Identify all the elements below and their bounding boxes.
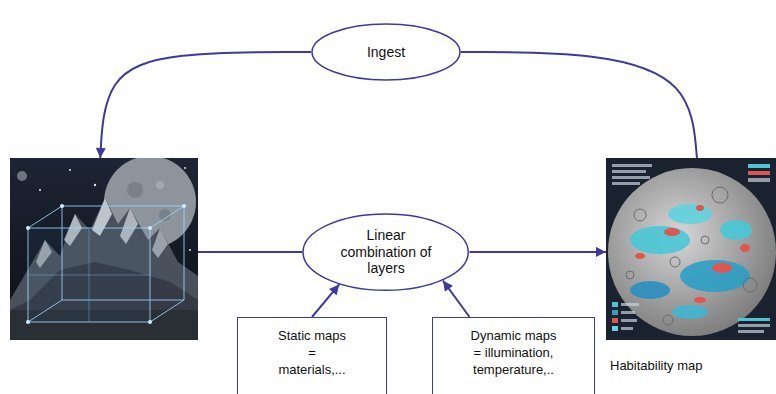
lunar-scene-illustration (69, 169, 71, 171)
habitability-map-illustration (612, 310, 618, 315)
process-ellipse: Linear combination of layers (302, 213, 469, 291)
node-label: Static maps = materials,... (275, 328, 349, 379)
habitability-map-illustration (694, 297, 706, 303)
node-label: Ingest (367, 44, 405, 61)
habitability-map-illustration (672, 305, 708, 319)
connector (198, 251, 302, 253)
ellipse-outline (312, 24, 460, 80)
lunar-scene-illustration (28, 275, 150, 276)
habitability-map-illustration (608, 168, 776, 336)
lunar-scene-illustration (150, 206, 184, 228)
habitability-map-illustration (621, 311, 635, 314)
habitability-map-illustration (680, 260, 750, 292)
node-label: Dynamic maps = illumination, temperature… (468, 328, 560, 379)
ellipse-outline (303, 214, 468, 290)
habitability-map-illustration (664, 228, 680, 236)
lunar-scene-illustration (10, 158, 198, 340)
lunar-scene-illustration (156, 181, 164, 189)
habitability-map-illustration (663, 315, 673, 325)
lunar-scene-illustration (60, 204, 64, 208)
habitability-map-illustration (670, 257, 680, 267)
lunar-scene-illustration (189, 249, 191, 251)
connector (461, 52, 697, 158)
input-box: Static maps = materials,... (237, 317, 387, 394)
habitability-map-illustration (748, 164, 770, 168)
lunar-scene-illustration (39, 189, 41, 191)
habitability-map-illustration (606, 158, 776, 340)
habitability-map-illustration (612, 302, 618, 307)
habitability-map-illustration (612, 326, 618, 331)
lunar-scene-illustration (184, 167, 186, 169)
habitability-map-illustration (712, 187, 728, 203)
habitability-map-illustration (748, 171, 770, 175)
habitability-map-illustration (612, 176, 650, 179)
lunar-scene-illustration (10, 198, 198, 340)
habitability-map-illustration (626, 187, 757, 325)
lunar-scene-illustration (26, 320, 30, 324)
habitability-map-illustration (630, 281, 670, 299)
lunar-scene-illustration (26, 226, 30, 230)
lunar-scene-illustration (148, 320, 152, 324)
lunar-scene-illustration (150, 300, 184, 322)
lunar-scene-illustration (62, 206, 184, 300)
node-label: Habitability map (610, 358, 703, 374)
habitability-map-illustration (738, 318, 770, 321)
habitability-map-illustration (748, 178, 770, 182)
habitability-map-illustration (696, 205, 704, 211)
habitability-map-illustration (701, 236, 709, 244)
habitability-map-illustration (621, 327, 633, 330)
habitability-map-illustration (738, 324, 770, 327)
lunar-scene-illustration (94, 184, 96, 186)
process-ellipse: Ingest (311, 23, 461, 81)
habitability-map-illustration (612, 182, 640, 185)
habitability-map-illustration (621, 303, 639, 306)
habitability-map-illustration (740, 244, 750, 252)
habitability-map-illustration (621, 319, 637, 322)
lunar-scene-illustration (17, 171, 27, 181)
habitability-map-illustration (738, 330, 764, 333)
connector (312, 284, 339, 317)
lunar-scene-illustration (28, 228, 150, 322)
habitability-map-illustration (612, 170, 646, 173)
habitability-map-illustration (720, 220, 752, 240)
habitability-map-illustration (612, 318, 618, 323)
input-box: Dynamic maps = illumination, temperature… (432, 317, 595, 394)
habitability-image: Habitability map (606, 158, 776, 380)
habitability-map-illustration (606, 158, 776, 340)
lunar-scene-illustration (28, 206, 184, 322)
connector (443, 281, 469, 317)
node-label: Linear combination of layers (331, 227, 441, 277)
lunar-scene-illustration (152, 228, 168, 258)
lunar-scene-illustration (182, 204, 186, 208)
habitability-map-illustration (612, 164, 652, 167)
lunar-scene-illustration (28, 300, 62, 322)
habitability-map-illustration (712, 263, 732, 273)
lunar-scene-illustration (28, 206, 62, 228)
lunar-scene-illustration (148, 226, 152, 230)
connector (470, 251, 606, 253)
lunar-scene-illustration (127, 182, 143, 198)
connector (100, 52, 311, 158)
scene-image (10, 158, 198, 340)
habitability-map-illustration (743, 278, 757, 292)
habitability-map-illustration (635, 253, 645, 259)
habitability-map-illustration (668, 204, 712, 224)
habitability-map-illustration (634, 209, 646, 221)
habitability-map-illustration (626, 271, 634, 279)
habitability-map-illustration (630, 226, 690, 254)
